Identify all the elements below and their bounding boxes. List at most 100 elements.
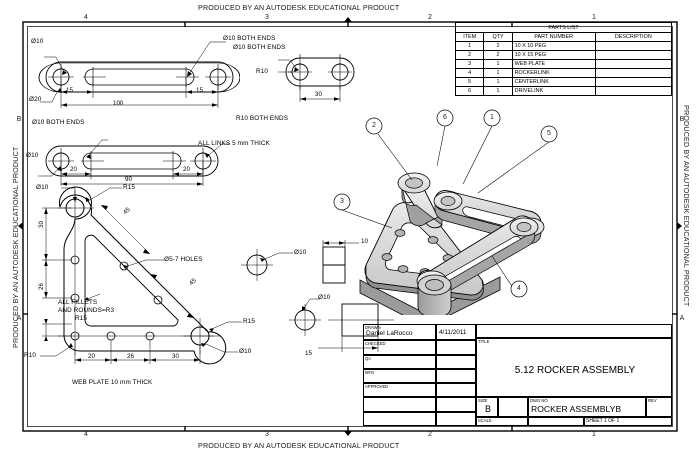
tb-dwgno-value: ROCKER ASSEMBLYB	[531, 404, 622, 414]
tb-sheet-value: SHEET 1 OF 1	[586, 417, 620, 424]
dim-centerlink-30: 30	[315, 91, 322, 98]
tb-sheet-cell: SHEET 1 OF 1	[584, 417, 672, 426]
balloon-3-label: 3	[340, 198, 344, 205]
parts-row-2-qty: 2	[483, 50, 513, 60]
tb-qa-label: QA	[365, 356, 372, 361]
view-web-plate	[40, 186, 242, 365]
zone-bottom-4: 4	[84, 431, 88, 438]
parts-row-3-part-number: WEB PLATE	[511, 59, 596, 69]
balloon-5[interactable]	[539, 124, 559, 144]
parts-row-6-qty: 1	[483, 86, 513, 96]
label-webplate-r10-bottom: R10	[24, 352, 37, 359]
tb-drawn-label: DRAWN	[365, 325, 381, 330]
parts-row-1-description	[594, 41, 673, 51]
edu-banner-bottom: PRODUCED BY AN AUTODESK EDUCATIONAL PROD…	[198, 441, 400, 450]
view-centerlink	[278, 54, 355, 102]
tb-size-cell: SIZE B	[476, 397, 498, 417]
tb-scale-cell: SCALE	[476, 417, 528, 426]
table-row: 3 1 WEB PLATE	[454, 59, 673, 69]
balloon-6[interactable]	[435, 108, 455, 128]
dim-drivelink-100: 100	[113, 100, 124, 107]
tb-mfg-cell: MFG	[363, 369, 436, 383]
label-centerlink-dia10-both-ends: Ø10 BOTH ENDS	[233, 44, 286, 51]
label-webplate-r15-right: R15	[243, 318, 256, 325]
parts-row-1-part-number: 10 X 10 PEG	[511, 41, 596, 51]
dim-webplate-30-horiz: 30	[172, 353, 179, 360]
dim-rockerlink-20-left: 20	[70, 166, 77, 173]
tb-drawn-name: Daniel LaRocco	[366, 330, 413, 337]
balloon-2-label: 2	[372, 122, 376, 129]
tb-size-extra-cell	[498, 397, 528, 417]
tb-title-cell: TITLE 5.12 ROCKER ASSEMBLY	[476, 338, 672, 397]
tb-scale-value-cell	[528, 417, 584, 426]
tb-title-value: 5.12 ROCKER ASSEMBLY	[514, 365, 636, 376]
dim-drivelink-15-left: 15	[66, 87, 73, 94]
balloon-1[interactable]	[482, 108, 502, 128]
zone-top-1: 1	[592, 14, 596, 21]
view-drivelink	[38, 56, 240, 108]
tb-approved-label: APPROVED	[365, 384, 389, 389]
zone-top-2: 2	[428, 14, 432, 21]
label-centerlink-r10: R10	[256, 68, 269, 75]
label-webplate-dia10-top: Ø10	[36, 184, 49, 191]
view-peg-10x10	[241, 240, 359, 284]
dim-webplate-26-horiz: 26	[127, 353, 134, 360]
leader-drivelink-dia10-both-ends	[186, 41, 226, 78]
label-webplate-dia10-bottom-right: Ø10	[239, 348, 252, 355]
label-all-links-thick: ALL LINKS 5 mm THICK	[198, 140, 270, 147]
dim-webplate-30-vert: 30	[38, 221, 45, 228]
table-row: 2 2 10 X 15 PEG	[454, 50, 673, 60]
tb-checked-label: CHECKED	[365, 341, 386, 346]
balloon-6-label: 6	[443, 114, 447, 121]
tb-qa-cell: QA	[363, 355, 436, 369]
zone-bottom-3: 3	[265, 431, 269, 438]
tb-blank-cell-2	[436, 397, 476, 412]
table-row: 4 1 ROCKERLINK	[454, 68, 673, 78]
zone-right-b: B	[679, 116, 685, 123]
dim-peg10x15-length: 15	[305, 350, 312, 357]
parts-list-col-qty: QTY	[483, 32, 513, 42]
parts-list: PARTS LIST ITEM QTY PART NUMBER DESCRIPT…	[454, 22, 673, 96]
label-webplate-r15-inner: R15	[75, 315, 88, 322]
parts-row-1-qty: 2	[483, 41, 513, 51]
parts-row-3-item: 3	[454, 59, 485, 69]
tb-rev-cell: REV	[646, 397, 672, 417]
parts-row-3-description	[594, 59, 673, 69]
zone-top-4: 4	[84, 14, 88, 21]
tb-size-value: B	[484, 404, 491, 414]
label-webplate-holes: Ø5-7 HOLES	[164, 256, 203, 263]
zone-bottom-1: 1	[592, 431, 596, 438]
parts-row-2-item: 2	[454, 50, 485, 60]
parts-row-5-description	[594, 77, 673, 87]
tb-upper-right-blank	[476, 324, 672, 338]
label-drivelink-dia10: Ø10	[31, 38, 44, 45]
tb-title-label: TITLE	[478, 339, 490, 344]
parts-row-2-description	[594, 50, 673, 60]
label-webplate-fillets-1: ALL FILLETS	[58, 299, 98, 306]
dim-rockerlink-20-right: 20	[183, 166, 190, 173]
label-peg10x15-dia10: Ø10	[318, 294, 331, 301]
zone-top-3: 3	[265, 14, 269, 21]
label-webplate-thickness: WEB PLATE 10 mm THICK	[72, 379, 153, 386]
tb-approved-date-cell	[436, 383, 476, 397]
parts-row-4-item: 4	[454, 68, 485, 78]
label-drivelink-dia10-both-ends: Ø10 BOTH ENDS	[223, 35, 276, 42]
tb-blank-cell-4	[436, 412, 476, 426]
zone-right-a: A	[679, 315, 685, 322]
label-rockerlink-r10-both-ends: R10 BOTH ENDS	[236, 115, 289, 122]
parts-row-3-qty: 1	[483, 59, 513, 69]
balloon-4[interactable]	[509, 279, 529, 299]
tb-qa-date-cell	[436, 355, 476, 369]
balloon-4-label: 4	[517, 285, 521, 292]
parts-row-4-description	[594, 68, 673, 78]
balloon-2[interactable]	[364, 116, 384, 136]
tb-checked-date-cell	[436, 340, 476, 355]
parts-list-col-description: DESCRIPTION	[594, 32, 673, 42]
parts-list-title: PARTS LIST	[455, 22, 672, 33]
balloon-3[interactable]	[332, 192, 352, 212]
tb-checked-cell: CHECKED	[363, 340, 436, 355]
title-block: DRAWN Daniel LaRocco 4/11/2011 CHECKED Q…	[363, 324, 672, 426]
tb-drawn-date: 4/11/2011	[439, 329, 467, 336]
table-row: 1 2 10 X 10 PEG	[454, 41, 673, 51]
